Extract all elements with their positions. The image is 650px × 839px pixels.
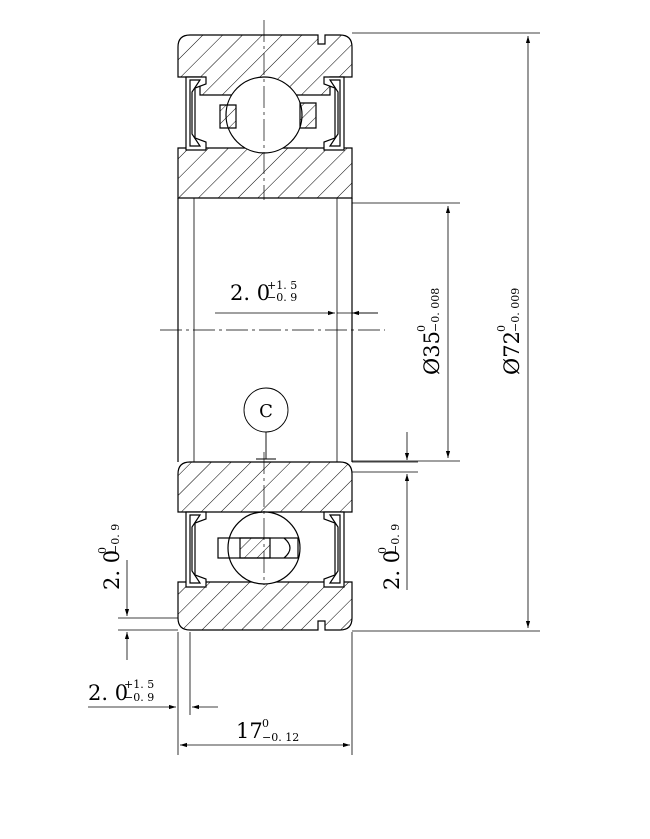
svg-text:−0. 9: −0. 9 <box>109 524 122 554</box>
svg-text:2. 0: 2. 0 <box>380 550 404 590</box>
dim-bore: Ø35 0 −0. 008 <box>415 288 444 375</box>
svg-text:0: 0 <box>96 547 109 554</box>
inner-ring-top <box>177 147 353 199</box>
svg-text:−0. 9: −0. 9 <box>389 524 402 554</box>
svg-text:−0. 9: −0. 9 <box>124 691 154 704</box>
dim-left-chamfer: 2. 0 0 −0. 9 <box>96 524 124 590</box>
svg-text:17: 17 <box>236 719 263 743</box>
svg-text:0: 0 <box>415 325 428 332</box>
dim-width: 17 0 −0. 12 <box>236 717 299 744</box>
svg-text:2. 0: 2. 0 <box>100 550 124 590</box>
inner-ring-bottom <box>177 461 353 513</box>
svg-text:0: 0 <box>262 717 269 730</box>
dimension-lines <box>88 32 540 755</box>
outer-ring-bottom <box>177 581 353 631</box>
outer-ring-top <box>177 34 353 96</box>
svg-text:−0. 009: −0. 009 <box>509 288 522 332</box>
svg-text:2. 0: 2. 0 <box>230 281 270 305</box>
svg-text:+1. 5: +1. 5 <box>124 678 154 691</box>
shield-bottom-left <box>185 511 207 588</box>
svg-text:−0. 9: −0. 9 <box>267 291 297 304</box>
centre-lines <box>160 20 385 585</box>
svg-text:Ø72: Ø72 <box>500 331 524 375</box>
cage-top <box>219 104 237 129</box>
dim-right-chamfer: 2. 0 0 −0. 9 <box>376 524 404 590</box>
dim-outer: Ø72 0 −0. 009 <box>495 288 524 375</box>
dim-top-clearance: 2. 0 +1. 5 −0. 9 <box>230 279 297 305</box>
svg-text:−0. 12: −0. 12 <box>262 731 299 744</box>
shield-bottom-right <box>323 511 345 588</box>
datum-c: C <box>243 387 289 460</box>
svg-text:2. 0: 2. 0 <box>88 681 128 705</box>
upper-section <box>177 34 353 199</box>
svg-text:+1. 5: +1. 5 <box>267 279 297 292</box>
svg-text:Ø35: Ø35 <box>420 331 444 375</box>
lower-section <box>177 461 353 631</box>
svg-text:−0. 008: −0. 008 <box>429 288 442 332</box>
svg-text:0: 0 <box>376 547 389 554</box>
datum-label: C <box>259 401 273 422</box>
svg-text:0: 0 <box>495 325 508 332</box>
dim-bottom-chamfer: 2. 0 +1. 5 −0. 9 <box>88 678 154 705</box>
